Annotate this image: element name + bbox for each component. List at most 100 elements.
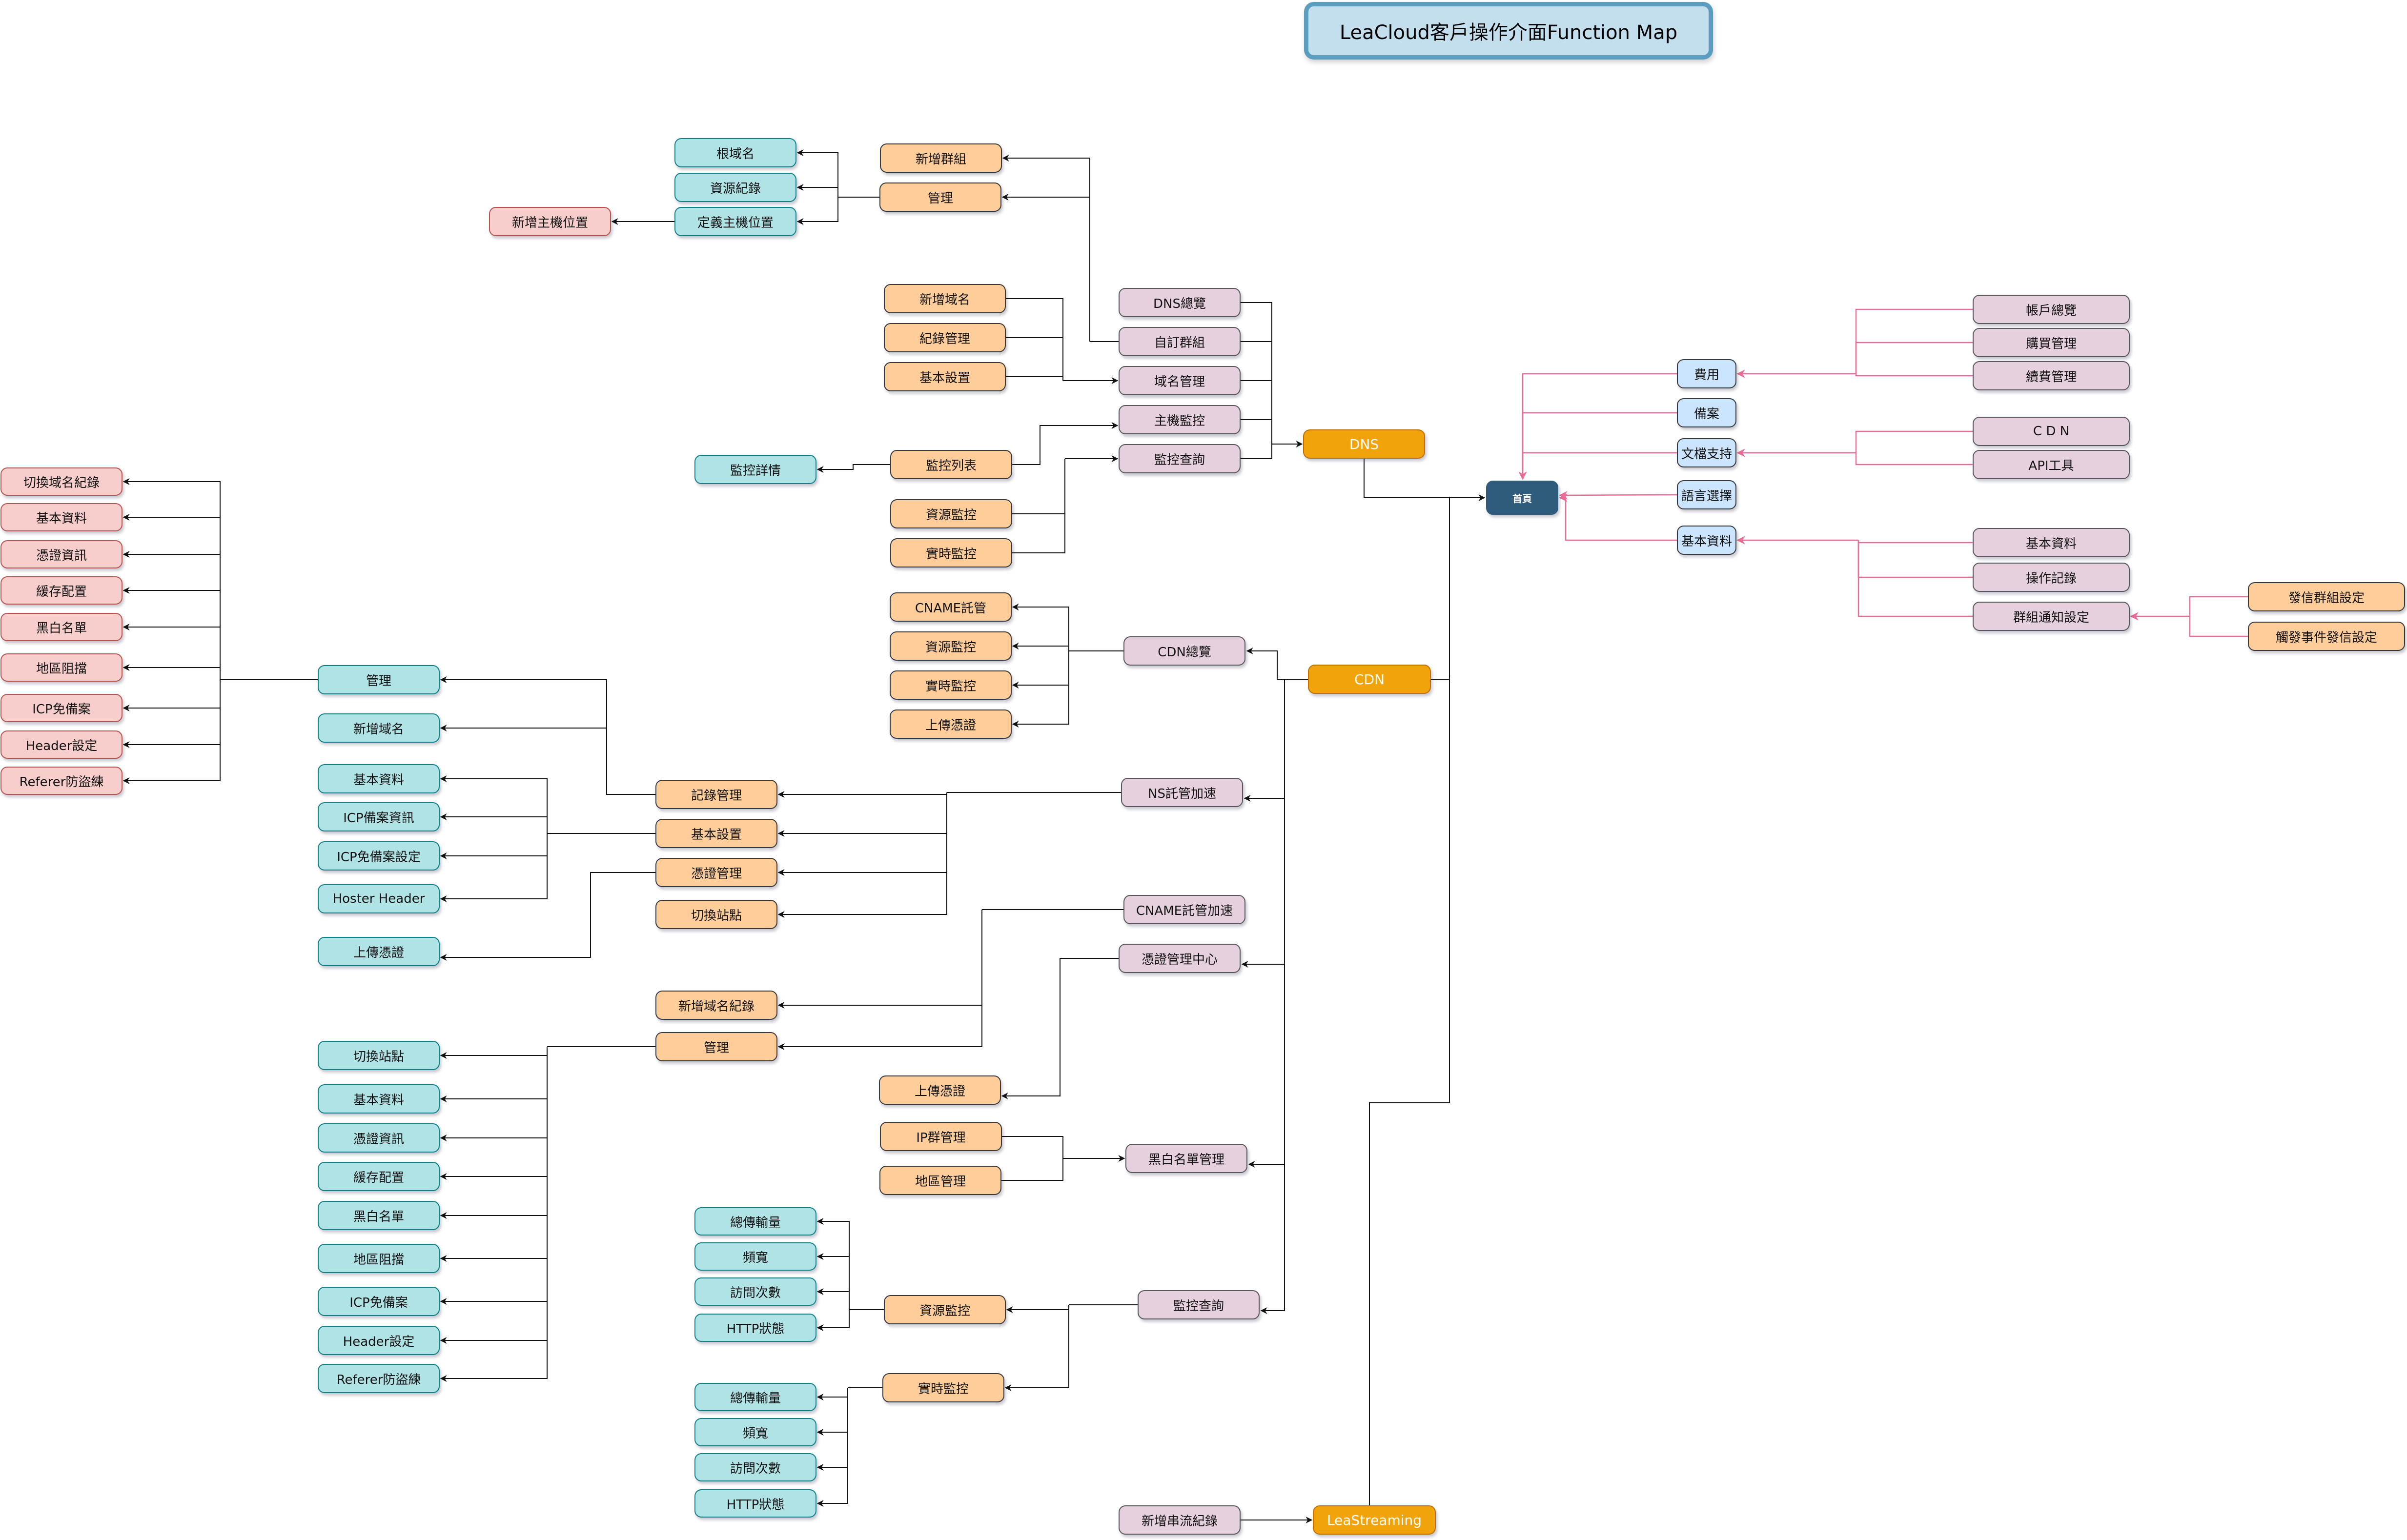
node-add-domain[interactable]: 新增域名 [884, 284, 1006, 313]
node-nsm-cache-config[interactable]: 緩存配置 [0, 576, 122, 605]
node-ns-hoster-header[interactable]: Hoster Header [318, 884, 440, 913]
node-nsm-icp-exempt[interactable]: ICP免備案 [0, 694, 122, 722]
node-api-tools[interactable]: API工具 [1973, 450, 2130, 479]
node-ns-add-domain[interactable]: 新增域名 [318, 713, 440, 743]
node-ns-manage[interactable]: 管理 [318, 665, 440, 694]
node-fee[interactable]: 費用 [1677, 359, 1736, 388]
node-cnm-bw-list[interactable]: 黑白名單 [318, 1201, 440, 1230]
node-cnm-icp-exempt[interactable]: ICP免備案 [318, 1287, 440, 1316]
node-cdn-monitor-query[interactable]: 監控查詢 [1138, 1290, 1260, 1319]
connector-branch [122, 680, 221, 711]
node-cert-center[interactable]: 憑證管理中心 [1119, 944, 1241, 973]
node-nsm-basic-info[interactable]: 基本資料 [0, 503, 122, 531]
node-cnm-basic-info[interactable]: 基本資料 [318, 1084, 440, 1114]
node-monitor-detail[interactable]: 監控詳情 [694, 455, 816, 484]
node-monitor-list[interactable]: 監控列表 [890, 450, 1012, 479]
node-operation-log[interactable]: 操作記錄 [1973, 563, 2130, 592]
connector-branch [796, 184, 838, 197]
node-bw-list-management[interactable]: 黑白名單管理 [1125, 1144, 1247, 1173]
node-cdn[interactable]: CDN [1308, 665, 1431, 694]
node-docs[interactable]: 文檔支持 [1677, 438, 1736, 467]
node-ns-icp-exempt-settings[interactable]: ICP免備案設定 [318, 841, 440, 871]
node-cdn-resource-monitor[interactable]: 資源監控 [890, 631, 1012, 661]
node-ns-cert-management[interactable]: 憑證管理 [655, 858, 777, 887]
node-switch-domain-record[interactable]: 切換域名紀錄 [0, 467, 122, 496]
node-cnm-cache-config[interactable]: 緩存配置 [318, 1162, 440, 1191]
node-group-notification[interactable]: 群組通知設定 [1973, 602, 2130, 631]
node-mail-group-settings[interactable]: 發信群組設定 [2248, 582, 2405, 611]
node-define-host-location[interactable]: 定義主機位置 [674, 207, 796, 236]
node-ns-switch-site[interactable]: 切換站點 [655, 900, 777, 929]
node-mq-resource-monitor[interactable]: 資源監控 [884, 1295, 1006, 1324]
node-group-manage[interactable]: 管理 [879, 182, 1001, 212]
node-add-group[interactable]: 新增群組 [880, 143, 1002, 173]
node-cname-manage[interactable]: 管理 [655, 1032, 777, 1061]
node-rt-bandwidth[interactable]: 頻寬 [694, 1418, 816, 1446]
node-nsm-bw-list[interactable]: 黑白名單 [0, 613, 122, 641]
node-leastreaming[interactable]: LeaStreaming [1313, 1505, 1436, 1535]
node-account-overview[interactable]: 帳戶總覽 [1973, 295, 2130, 324]
node-add-stream-record[interactable]: 新增串流紀錄 [1119, 1505, 1241, 1535]
node-cnm-geo-block[interactable]: 地區阻擋 [318, 1244, 440, 1273]
node-cnm-header-settings[interactable]: Header設定 [318, 1326, 440, 1355]
node-ns-record-management[interactable]: 記錄管理 [655, 780, 777, 809]
node-domain-management[interactable]: 域名管理 [1119, 366, 1241, 395]
connector-branch [1241, 444, 1272, 459]
node-language[interactable]: 語言選擇 [1677, 480, 1736, 509]
node-ns-hosting-accel[interactable]: NS託管加速 [1121, 778, 1243, 807]
node-ns-basic-settings[interactable]: 基本設置 [655, 819, 777, 848]
node-ip-group-management[interactable]: IP群管理 [880, 1122, 1002, 1151]
node-host-monitor[interactable]: 主機監控 [1119, 405, 1241, 434]
node-ns-basic-info[interactable]: 基本資料 [318, 764, 440, 793]
node-cname-hosting-accel[interactable]: CNAME託管加速 [1123, 895, 1245, 924]
node-monitor-query[interactable]: 監控查詢 [1119, 444, 1241, 473]
connector-branch [1002, 1136, 1063, 1158]
node-cert-center-upload[interactable]: 上傳憑證 [879, 1075, 1001, 1105]
node-cnm-switch-site[interactable]: 切換站點 [318, 1041, 440, 1070]
node-nsm-referer[interactable]: Referer防盜練 [0, 767, 122, 795]
node-add-host-location[interactable]: 新增主機位置 [489, 207, 611, 236]
node-res-bandwidth[interactable]: 頻寬 [694, 1242, 816, 1271]
node-res-total-transfer[interactable]: 總傳輸量 [694, 1207, 816, 1236]
node-ns-icp-info[interactable]: ICP備案資訊 [318, 802, 440, 831]
node-home[interactable]: 首頁 [1486, 481, 1558, 515]
node-dns-realtime-monitor[interactable]: 實時監控 [890, 538, 1012, 567]
node-trigger-mail-settings[interactable]: 觸發事件發信設定 [2248, 622, 2405, 651]
node-cname-hosting[interactable]: CNAME託管 [890, 592, 1012, 622]
node-profile[interactable]: 基本資料 [1677, 526, 1736, 555]
node-res-http-status[interactable]: HTTP狀態 [694, 1314, 816, 1342]
connector-branch [440, 676, 655, 795]
node-cnm-referer[interactable]: Referer防盜練 [318, 1364, 440, 1393]
node-filing[interactable]: 備案 [1677, 398, 1736, 427]
node-rt-visits[interactable]: 訪問次數 [694, 1453, 816, 1481]
node-profile-basic[interactable]: 基本資料 [1973, 528, 2130, 557]
node-nsm-cert-info[interactable]: 憑證資訊 [0, 540, 122, 568]
node-cnm-cert-info[interactable]: 憑證資訊 [318, 1123, 440, 1153]
node-root-domain[interactable]: 根域名 [674, 138, 796, 167]
node-rt-total-transfer[interactable]: 總傳輸量 [694, 1383, 816, 1411]
node-dns[interactable]: DNS [1303, 429, 1425, 459]
node-dns-overview[interactable]: DNS總覽 [1119, 288, 1241, 317]
connector-stream-home [1369, 498, 1450, 1505]
node-custom-group[interactable]: 自訂群組 [1119, 327, 1241, 356]
node-nsm-header-settings[interactable]: Header設定 [0, 730, 122, 759]
node-resource-record[interactable]: 資源紀錄 [674, 173, 796, 202]
connector-branch [777, 910, 982, 1009]
node-region-management[interactable]: 地區管理 [879, 1166, 1001, 1195]
node-dns-resource-monitor[interactable]: 資源監控 [890, 499, 1012, 528]
connector-branch [1522, 373, 1677, 471]
node-cdn-overview[interactable]: CDN總覽 [1123, 636, 1245, 666]
node-record-management[interactable]: 紀錄管理 [884, 323, 1006, 352]
node-cdn-upload-cert[interactable]: 上傳憑證 [890, 709, 1012, 739]
node-mq-realtime-monitor[interactable]: 實時監控 [882, 1373, 1004, 1402]
node-ns-upload-cert[interactable]: 上傳憑證 [318, 937, 440, 966]
node-purchase-management[interactable]: 購買管理 [1973, 328, 2130, 357]
node-basic-settings[interactable]: 基本設置 [884, 362, 1006, 391]
node-res-visits[interactable]: 訪問次數 [694, 1277, 816, 1306]
node-doc-cdn[interactable]: C D N [1973, 417, 2130, 446]
node-nsm-geo-block[interactable]: 地區阻擋 [0, 653, 122, 682]
node-cname-add-record[interactable]: 新增域名紀錄 [655, 991, 777, 1020]
node-rt-http-status[interactable]: HTTP狀態 [694, 1489, 816, 1518]
node-cdn-realtime-monitor[interactable]: 實時監控 [890, 670, 1012, 700]
node-renewal-management[interactable]: 續費管理 [1973, 361, 2130, 390]
